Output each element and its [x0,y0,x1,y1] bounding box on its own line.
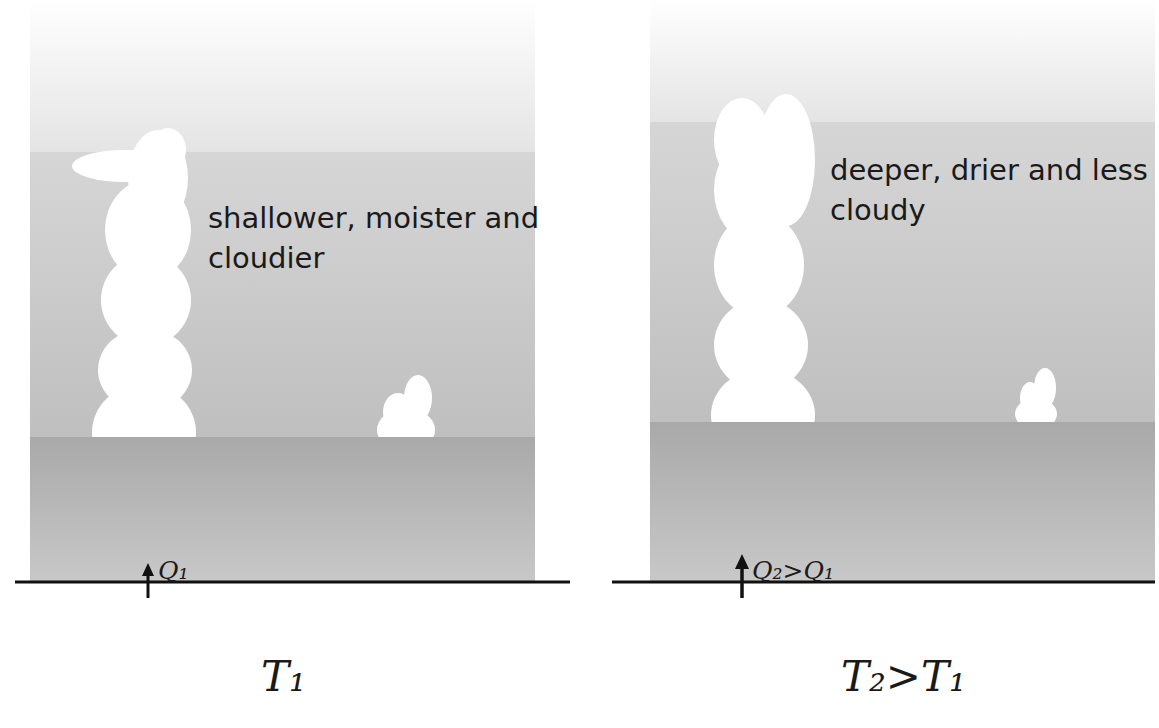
column-description: shallower, moister and cloudier [208,198,548,278]
left-column [30,0,535,582]
flux-label: Q₁ [158,556,189,586]
ground-line [612,581,1155,584]
cloud [72,128,196,437]
small-cloud [377,375,435,437]
temperature-label: T₂>T₁ [841,652,966,702]
ground-line [15,581,570,584]
right-column [650,0,1155,582]
column-description: deeper, drier and less cloudy [830,150,1155,230]
cloud [711,94,815,422]
temperature-label: T₁ [261,652,306,702]
flux-arrow [735,554,749,598]
flux-arrow [142,563,154,598]
small-cloud [1015,368,1057,422]
flux-label: Q₂>Q₁ [752,556,834,586]
